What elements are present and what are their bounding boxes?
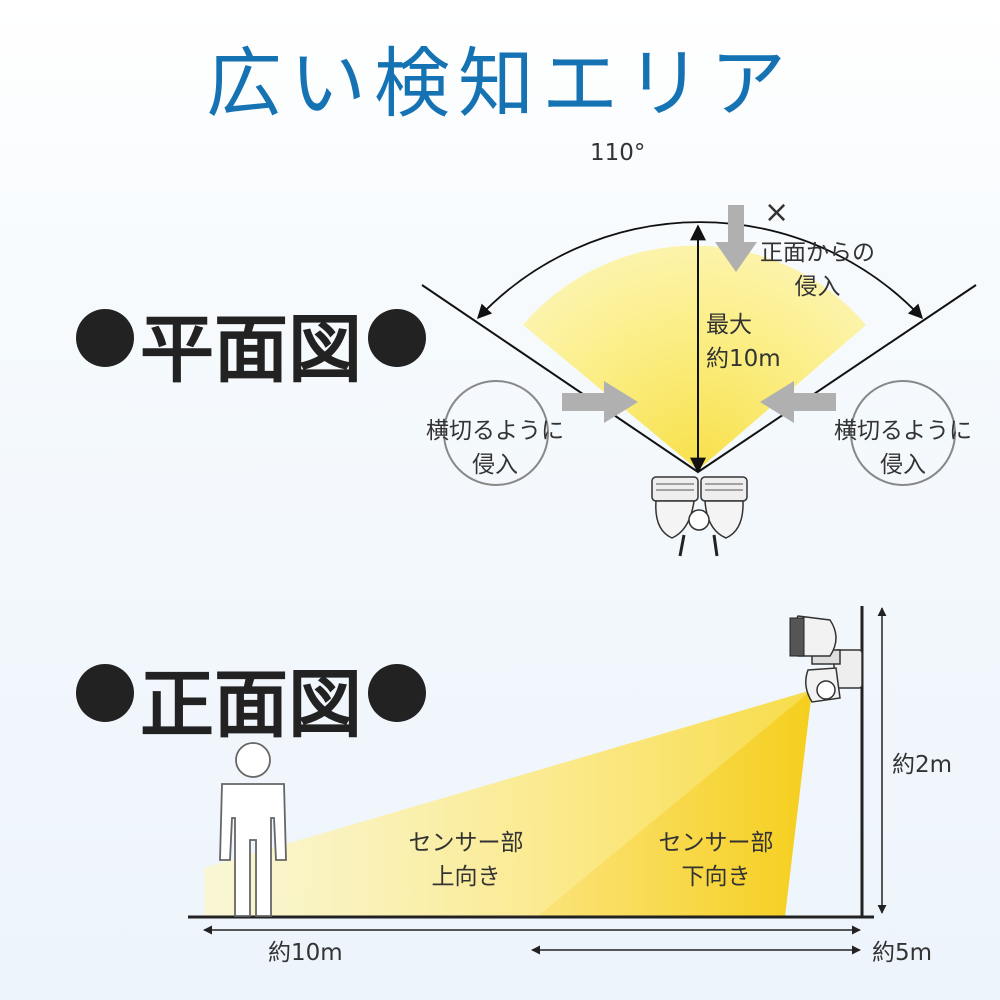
sensor-down-zone: [538, 690, 812, 916]
fov-line-left: [421, 284, 699, 473]
angle-label: 110°: [590, 140, 646, 166]
bullet-icon: [368, 663, 426, 722]
distance-down-label: 約5m: [872, 940, 933, 966]
max-distance-label: 最大 約10m: [706, 312, 781, 372]
side-intrusion-circle-right: [850, 380, 956, 486]
front-view-heading: 正面図: [70, 645, 432, 752]
page-title: 広い検知エリア: [206, 39, 794, 128]
height-label: 約2m: [892, 752, 953, 778]
angle-arc: [477, 221, 923, 320]
fov-line-right: [697, 284, 977, 473]
side-intrusion-left-label: 横切るように 侵入: [426, 418, 564, 478]
front-x-mark: ×: [764, 195, 790, 230]
plan-view-heading: 平面図: [70, 290, 432, 397]
bullet-icon: [368, 308, 426, 367]
front-view-label: 正面図: [140, 662, 362, 748]
sensor-up-label: センサー部 上向き: [408, 830, 524, 890]
wall-light-device-icon: [789, 615, 863, 703]
side-intrusion-arrow-right-icon: [760, 381, 836, 423]
side-intrusion-circle-left: [443, 380, 549, 486]
distance-up-label: 約10m: [268, 940, 343, 966]
side-intrusion-arrow-left-icon: [562, 381, 638, 423]
twin-light-device-icon: [651, 476, 748, 557]
bullet-icon: [76, 308, 134, 367]
plan-view-label: 平面図: [140, 307, 362, 393]
front-intrusion-label: 正面からの 侵入: [760, 240, 875, 300]
bullet-icon: [76, 663, 134, 722]
front-intrusion-arrow-icon: [715, 205, 757, 272]
person-icon: [219, 742, 287, 917]
sensor-down-label: センサー部 下向き: [658, 830, 774, 890]
side-intrusion-right-label: 横切るように 侵入: [834, 418, 972, 478]
